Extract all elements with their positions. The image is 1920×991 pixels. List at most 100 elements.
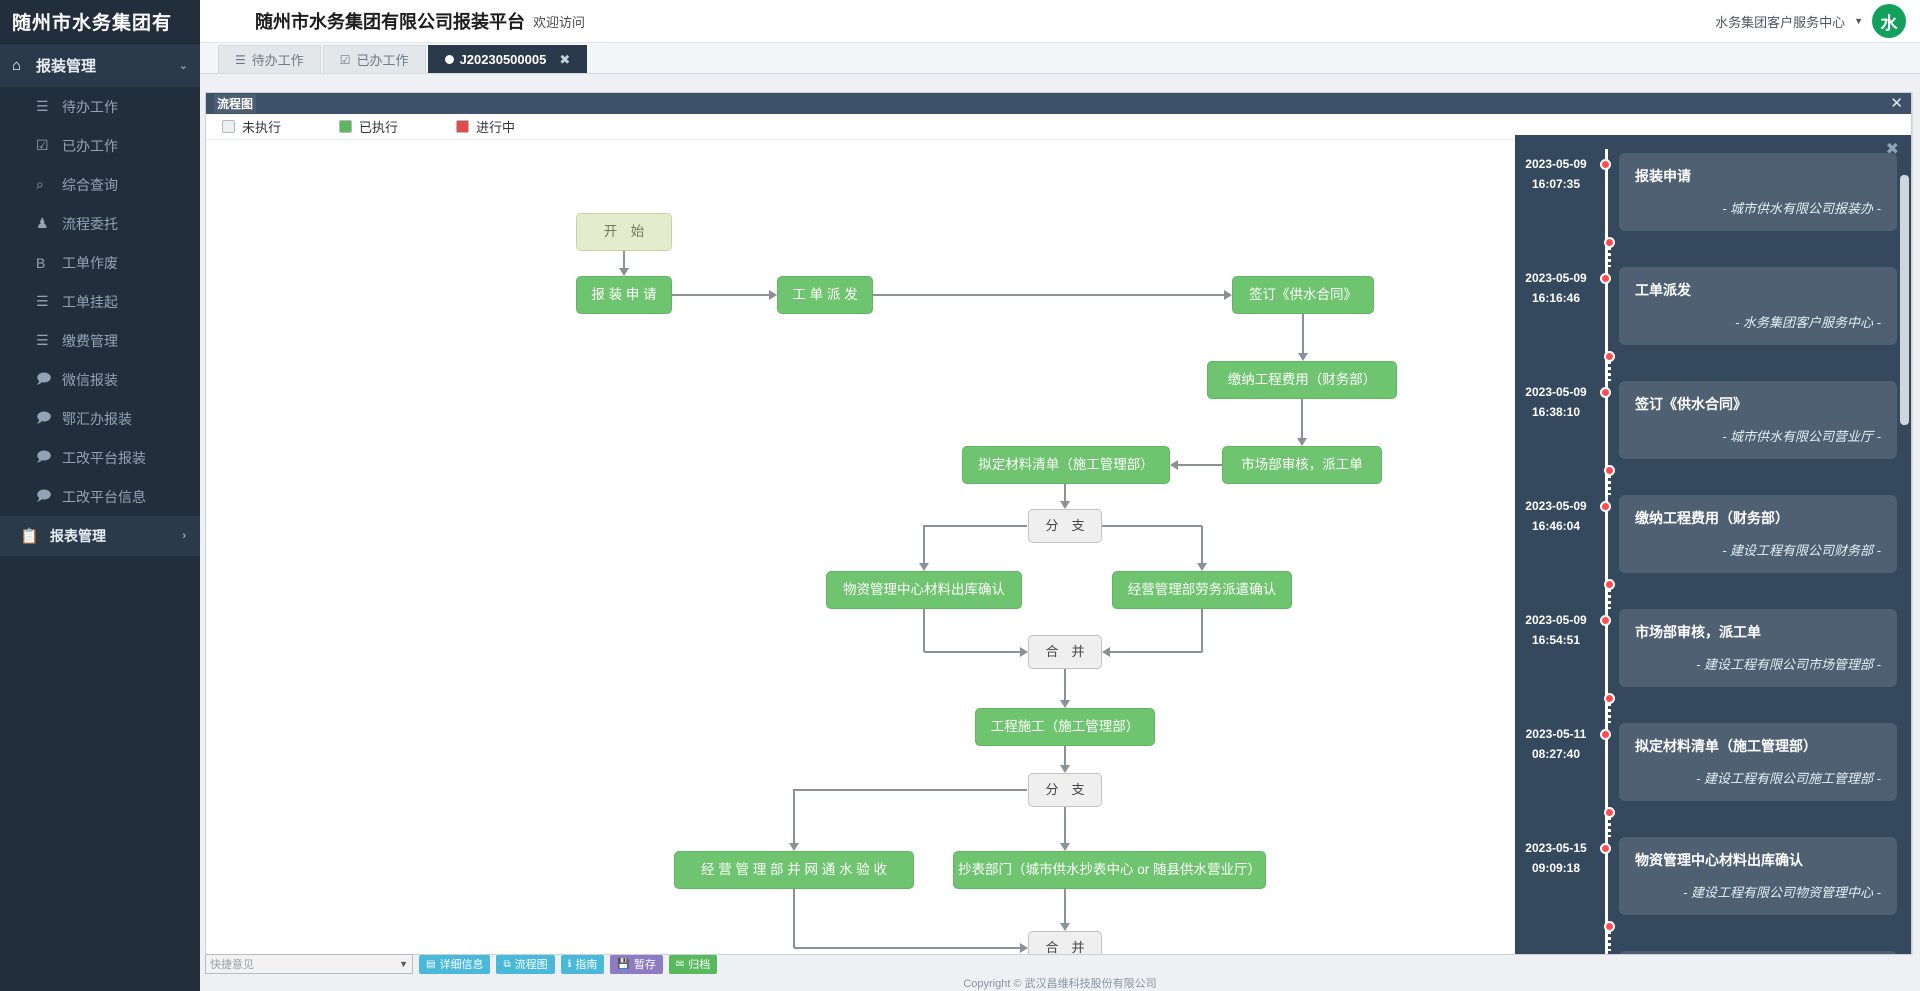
- toolbar-button-4[interactable]: ✉归档: [669, 955, 717, 974]
- list-icon: ☰: [235, 53, 246, 67]
- toolbar-button-0[interactable]: ▤详细信息: [419, 955, 490, 974]
- flow-node-n9[interactable]: 工程施工（施工管理部）: [975, 708, 1155, 746]
- timeline-card-org: - 水务集团客户服务中心 -: [1635, 312, 1881, 331]
- flow-edge-segment: [923, 525, 1027, 527]
- timeline-scroll-area[interactable]: 2023-05-0916:07:35报装申请- 城市供水有限公司报装办 - 202…: [1515, 135, 1911, 954]
- toolbar-button-label: 指南: [575, 956, 597, 972]
- flow-node-n5[interactable]: 市场部审核，派工单: [1222, 446, 1382, 484]
- sidebar-item-9[interactable]: 🗩工改平台报装: [0, 438, 200, 477]
- sidebar-item-1[interactable]: ☑已办工作: [0, 126, 200, 165]
- timeline-dot: [1604, 807, 1615, 818]
- flow-node-n8[interactable]: 经营管理部劳务派遣确认: [1112, 571, 1292, 609]
- flow-timeline-panel: ✖ 2023-05-0916:07:35报装申请- 城市供水有限公司报装办 -2…: [1515, 135, 1911, 954]
- sidebar-item-label: 已办工作: [62, 136, 118, 156]
- tab-2[interactable]: J20230500005✖: [428, 45, 588, 73]
- flow-node-n7[interactable]: 物资管理中心材料出库确认: [826, 571, 1022, 609]
- sidebar-item-2[interactable]: ⌕综合查询: [0, 165, 200, 204]
- chevron-right-icon: ›: [182, 530, 200, 542]
- timeline-card-title: 物资管理中心材料出库确认: [1635, 850, 1881, 870]
- toolbar-button-3[interactable]: 💾暂存: [610, 955, 662, 974]
- sidebar-item-label: 微信报装: [62, 370, 118, 390]
- chevron-down-icon[interactable]: ▼: [1854, 16, 1863, 26]
- sidebar-nav-list: ☰待办工作☑已办工作⌕综合查询♟流程委托὜B工单作废☰工单挂起☰缴费管理🗩微信报…: [0, 87, 200, 516]
- sidebar-item-3[interactable]: ♟流程委托: [0, 204, 200, 243]
- avatar[interactable]: 水: [1872, 4, 1906, 38]
- tab-close-icon[interactable]: ✖: [559, 52, 570, 68]
- flow-node-n11[interactable]: 抄表部门（城市供水抄表中心 or 随县供水营业厅）: [953, 851, 1266, 889]
- tab-1[interactable]: ☑已办工作: [323, 45, 426, 73]
- flow-node-g1[interactable]: 分 支: [1028, 509, 1102, 543]
- quick-opinion-select[interactable]: 快捷意见 ▼: [205, 954, 413, 974]
- toolbar-button-2[interactable]: ℹ指南: [561, 955, 605, 974]
- timeline-timestamp: 2023-05-1509:09:18: [1515, 837, 1597, 915]
- timeline-card[interactable]: 拟定材料清单（施工管理部）- 建设工程有限公司施工管理部 -: [1619, 723, 1897, 801]
- flow-edge-segment: [873, 294, 1225, 296]
- legend-swatch: [339, 120, 352, 133]
- flow-node-n1[interactable]: 报 装 申 请: [576, 276, 672, 314]
- sidebar-item-7[interactable]: 🗩微信报装: [0, 360, 200, 399]
- legend-label: 未执行: [242, 117, 281, 136]
- timeline-card[interactable]: 物资管理中心材料出库确认- 建设工程有限公司物资管理中心 -: [1619, 837, 1897, 915]
- flow-node-start[interactable]: 开 始: [576, 213, 672, 251]
- sidebar-item-label: 工单挂起: [62, 292, 118, 312]
- flow-edge-segment: [794, 947, 1021, 949]
- flow-node-g3[interactable]: 分 支: [1028, 773, 1102, 807]
- chat-icon: 🗩: [36, 368, 62, 392]
- close-icon[interactable]: ✖: [1886, 139, 1899, 159]
- timeline-timestamp: 2023-05-0916:16:46: [1515, 267, 1597, 345]
- timeline-dot: [1604, 693, 1615, 704]
- timeline-dot: [1604, 237, 1615, 248]
- toolbar-button-group: ▤详细信息 ⧉流程图 ℹ指南 💾暂存 ✉归档: [419, 955, 717, 974]
- sidebar-item-6[interactable]: ☰缴费管理: [0, 321, 200, 360]
- timeline-time: 09:09:18: [1515, 859, 1597, 879]
- toolbar-button-label: 暂存: [634, 956, 656, 972]
- flow-edge-arrow: [1170, 460, 1178, 470]
- tab-0[interactable]: ☰待办工作: [218, 45, 321, 73]
- sidebar-item-4[interactable]: ὜B工单作废: [0, 243, 200, 282]
- sidebar-item-5[interactable]: ☰工单挂起: [0, 282, 200, 321]
- timeline-card[interactable]: 工单派发- 水务集团客户服务中心 -: [1619, 267, 1897, 345]
- flow-edge-arrow: [1298, 353, 1308, 361]
- tab-bar: ☰待办工作☑已办工作J20230500005✖: [200, 43, 1920, 74]
- timeline-card[interactable]: 签订《供水合同》- 城市供水有限公司营业厅 -: [1619, 381, 1897, 459]
- flow-node-n6[interactable]: 拟定材料清单（施工管理部）: [962, 446, 1170, 484]
- flow-node-n10[interactable]: 经 营 管 理 部 并 网 通 水 验 收: [674, 851, 914, 889]
- user-name[interactable]: 水务集团客户服务中心: [1715, 12, 1845, 31]
- sidebar-item-8[interactable]: 🗩鄂汇办报装: [0, 399, 200, 438]
- flow-node-n3[interactable]: 签订《供水合同》: [1232, 276, 1374, 314]
- timeline-time: 16:16:46: [1515, 289, 1597, 309]
- close-icon[interactable]: ✕: [1890, 96, 1903, 111]
- flow-dialog: 流程图 ✕ 未执行已执行进行中 开 始报 装 申 请工 单 派 发签订《供水合同…: [205, 92, 1912, 955]
- timeline-card-org: - 建设工程有限公司财务部 -: [1635, 540, 1881, 559]
- chevron-down-icon: ▼: [399, 959, 408, 969]
- sidebar-item-report-management[interactable]: 📋 报表管理 ›: [0, 516, 200, 556]
- timeline-date: 2023-05-15: [1515, 839, 1597, 859]
- legend-label: 已执行: [359, 117, 398, 136]
- user-icon: ♟: [36, 215, 62, 232]
- timeline-scrollbar[interactable]: [1900, 175, 1909, 425]
- timeline-dot: [1600, 843, 1611, 854]
- flow-edge-arrow: [1224, 290, 1232, 300]
- flow-node-g4[interactable]: 合 并: [1028, 931, 1102, 954]
- timeline-card[interactable]: 市场部审核，派工单- 建设工程有限公司市场管理部 -: [1619, 609, 1897, 687]
- timeline-dot: [1600, 615, 1611, 626]
- sidebar-item-0[interactable]: ☰待办工作: [0, 87, 200, 126]
- timeline-entry: 2023-05-0916:46:04缴纳工程费用（财务部）- 建设工程有限公司财…: [1515, 495, 1911, 573]
- flow-edge-segment: [793, 789, 1027, 791]
- toolbar-button-1[interactable]: ⧉流程图: [496, 955, 554, 974]
- flow-edge-segment: [1109, 651, 1202, 653]
- timeline-dot-column: [1597, 837, 1619, 915]
- sidebar-group-baozhuang[interactable]: ⌂ 报装管理 ⌄: [0, 43, 200, 87]
- flow-edge-segment: [793, 889, 795, 948]
- timeline-dot: [1604, 921, 1615, 932]
- flow-node-g2[interactable]: 合 并: [1028, 635, 1102, 669]
- sidebar-item-10[interactable]: 🗩工改平台信息: [0, 477, 200, 516]
- timeline-entry: 2023-05-0916:07:35报装申请- 城市供水有限公司报装办 -: [1515, 153, 1911, 231]
- flow-node-n4[interactable]: 缴纳工程费用（财务部）: [1207, 361, 1397, 399]
- flow-node-n2[interactable]: 工 单 派 发: [777, 276, 873, 314]
- page-scrollbar[interactable]: [1912, 92, 1920, 955]
- timeline-dot: [1600, 387, 1611, 398]
- timeline-card[interactable]: 缴纳工程费用（财务部）- 建设工程有限公司财务部 -: [1619, 495, 1897, 573]
- sidebar-item-label: 待办工作: [62, 97, 118, 117]
- timeline-card[interactable]: 报装申请- 城市供水有限公司报装办 -: [1619, 153, 1897, 231]
